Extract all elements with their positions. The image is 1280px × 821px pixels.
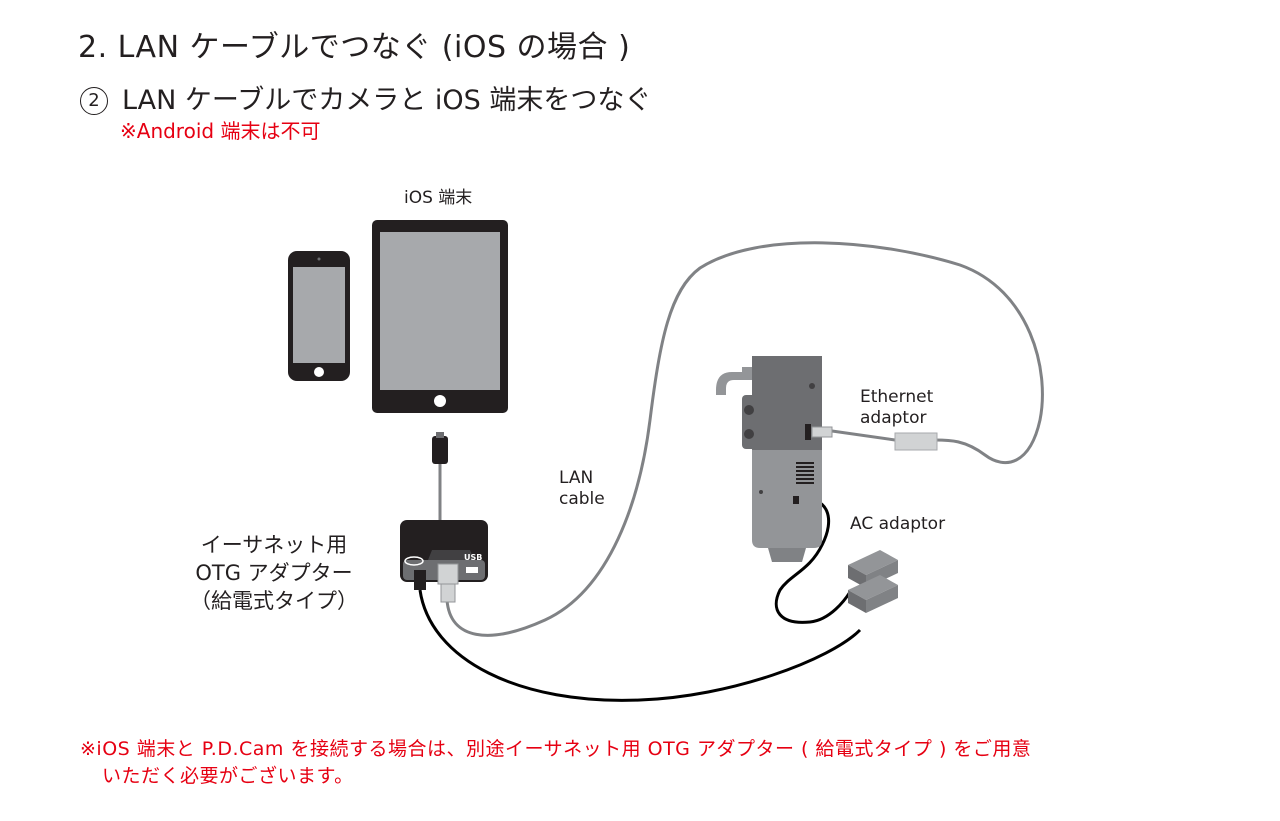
otg-adapter-label: イーサネット用 OTG アダプター （給電式タイプ） — [190, 531, 358, 615]
camera-power-cable — [774, 497, 852, 624]
usb-port-label: USB — [464, 553, 483, 562]
step-text: LAN ケーブルでカメラと iOS 端末をつなぐ — [122, 85, 652, 116]
ac-adaptor-icon — [848, 550, 898, 613]
lan-cable-label-line2: cable — [559, 489, 605, 509]
android-note: ※Android 端末は不可 — [120, 119, 321, 143]
ethernet-adaptor-label-line2: adaptor — [860, 408, 927, 428]
page-heading: 2. LAN ケーブルでつなぐ (iOS の場合 ) — [78, 30, 631, 65]
footnote: ※iOS 端末と P.D.Cam を接続する場合は、別途イーサネット用 OTG … — [80, 736, 1031, 790]
otg-adapter-icon — [400, 520, 488, 603]
ac-adaptor-label: AC adaptor — [850, 514, 946, 534]
lan-cable-label: LAN cable — [559, 468, 605, 510]
step-number-badge: 2 — [80, 87, 108, 115]
otg-power-cable — [418, 589, 862, 702]
otg-label-line1: イーサネット用 — [200, 533, 348, 557]
camera-icon — [716, 356, 833, 562]
footnote-line2: いただく必要がございます。 — [102, 765, 354, 787]
lightning-connector-icon — [432, 432, 448, 464]
footnote-line1: ※iOS 端末と P.D.Cam を接続する場合は、別途イーサネット用 OTG … — [80, 738, 1032, 760]
iphone-icon — [288, 251, 350, 381]
ethernet-adaptor-cable — [831, 429, 896, 442]
ethernet-adaptor-label-line1: Ethernet — [860, 387, 934, 407]
step-title: 2 LAN ケーブルでカメラと iOS 端末をつなぐ — [80, 78, 651, 117]
ios-device-label: iOS 端末 — [404, 188, 473, 208]
lan-cable-label-line1: LAN — [559, 468, 594, 488]
ethernet-dongle-icon — [894, 432, 938, 451]
otg-label-line3: （給電式タイプ） — [190, 589, 358, 613]
ipad-icon — [372, 220, 508, 413]
lan-cable — [445, 241, 1044, 637]
otg-label-line2: OTG アダプター — [195, 561, 353, 585]
ethernet-adaptor-label: Ethernet adaptor — [860, 387, 933, 429]
